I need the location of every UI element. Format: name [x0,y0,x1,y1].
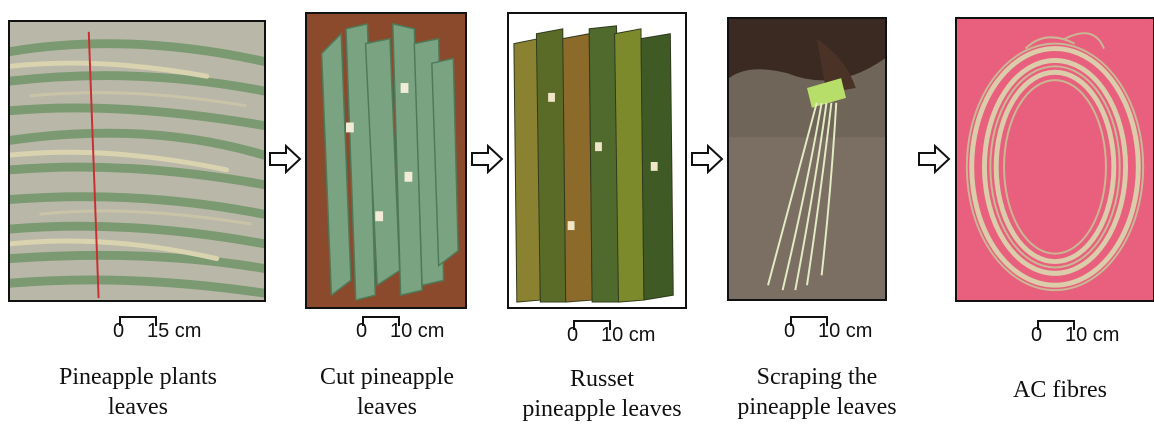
photo-cut-pineapple-leaves [305,12,467,309]
scale-zero: 0 [1031,324,1042,347]
pineapple-plant-leaves-image [10,22,264,300]
caption-line: leaves [18,392,258,422]
scale-label: 10 cm [601,324,655,347]
arrow-right-icon [690,144,724,174]
scale-zero: 0 [567,324,578,347]
caption-step-1: Pineapple plants leaves [18,362,258,422]
photo-russet-pineapple-leaves [507,12,687,309]
arrow-right-icon [470,144,504,174]
scale-label: 10 cm [1065,324,1119,347]
scale-zero: 0 [784,320,795,343]
russet-pineapple-leaves-image [509,14,685,307]
scraping-pineapple-leaves-image [729,19,885,299]
scale-label: 10 cm [818,320,872,343]
arrow-right-icon [268,144,302,174]
scale-zero: 0 [113,320,124,343]
caption-line: Pineapple plants [18,362,258,392]
caption-step-2: Cut pineapple leaves [287,362,487,422]
scale-label: 15 cm [147,320,201,343]
cut-pineapple-leaves-image [307,14,465,307]
scale-zero: 0 [356,320,367,343]
caption-line: leaves [287,392,487,422]
scale-label: 10 cm [390,320,444,343]
caption-step-3: Russet pineapple leaves [497,364,707,424]
caption-step-4: Scraping the pineapple leaves [712,362,922,422]
caption-line: pineapple leaves [712,392,922,422]
arrow-right-icon [917,144,951,174]
caption-line: AC fibres [975,375,1145,405]
caption-line: Cut pineapple [287,362,487,392]
ac-fibres-image [957,19,1153,300]
photo-scraping-pineapple-leaves [727,17,887,301]
photo-pineapple-plant-leaves [8,20,266,302]
caption-line: Russet [497,364,707,394]
caption-line: Scraping the [712,362,922,392]
caption-step-5: AC fibres [975,375,1145,405]
photo-ac-fibres [955,17,1154,302]
